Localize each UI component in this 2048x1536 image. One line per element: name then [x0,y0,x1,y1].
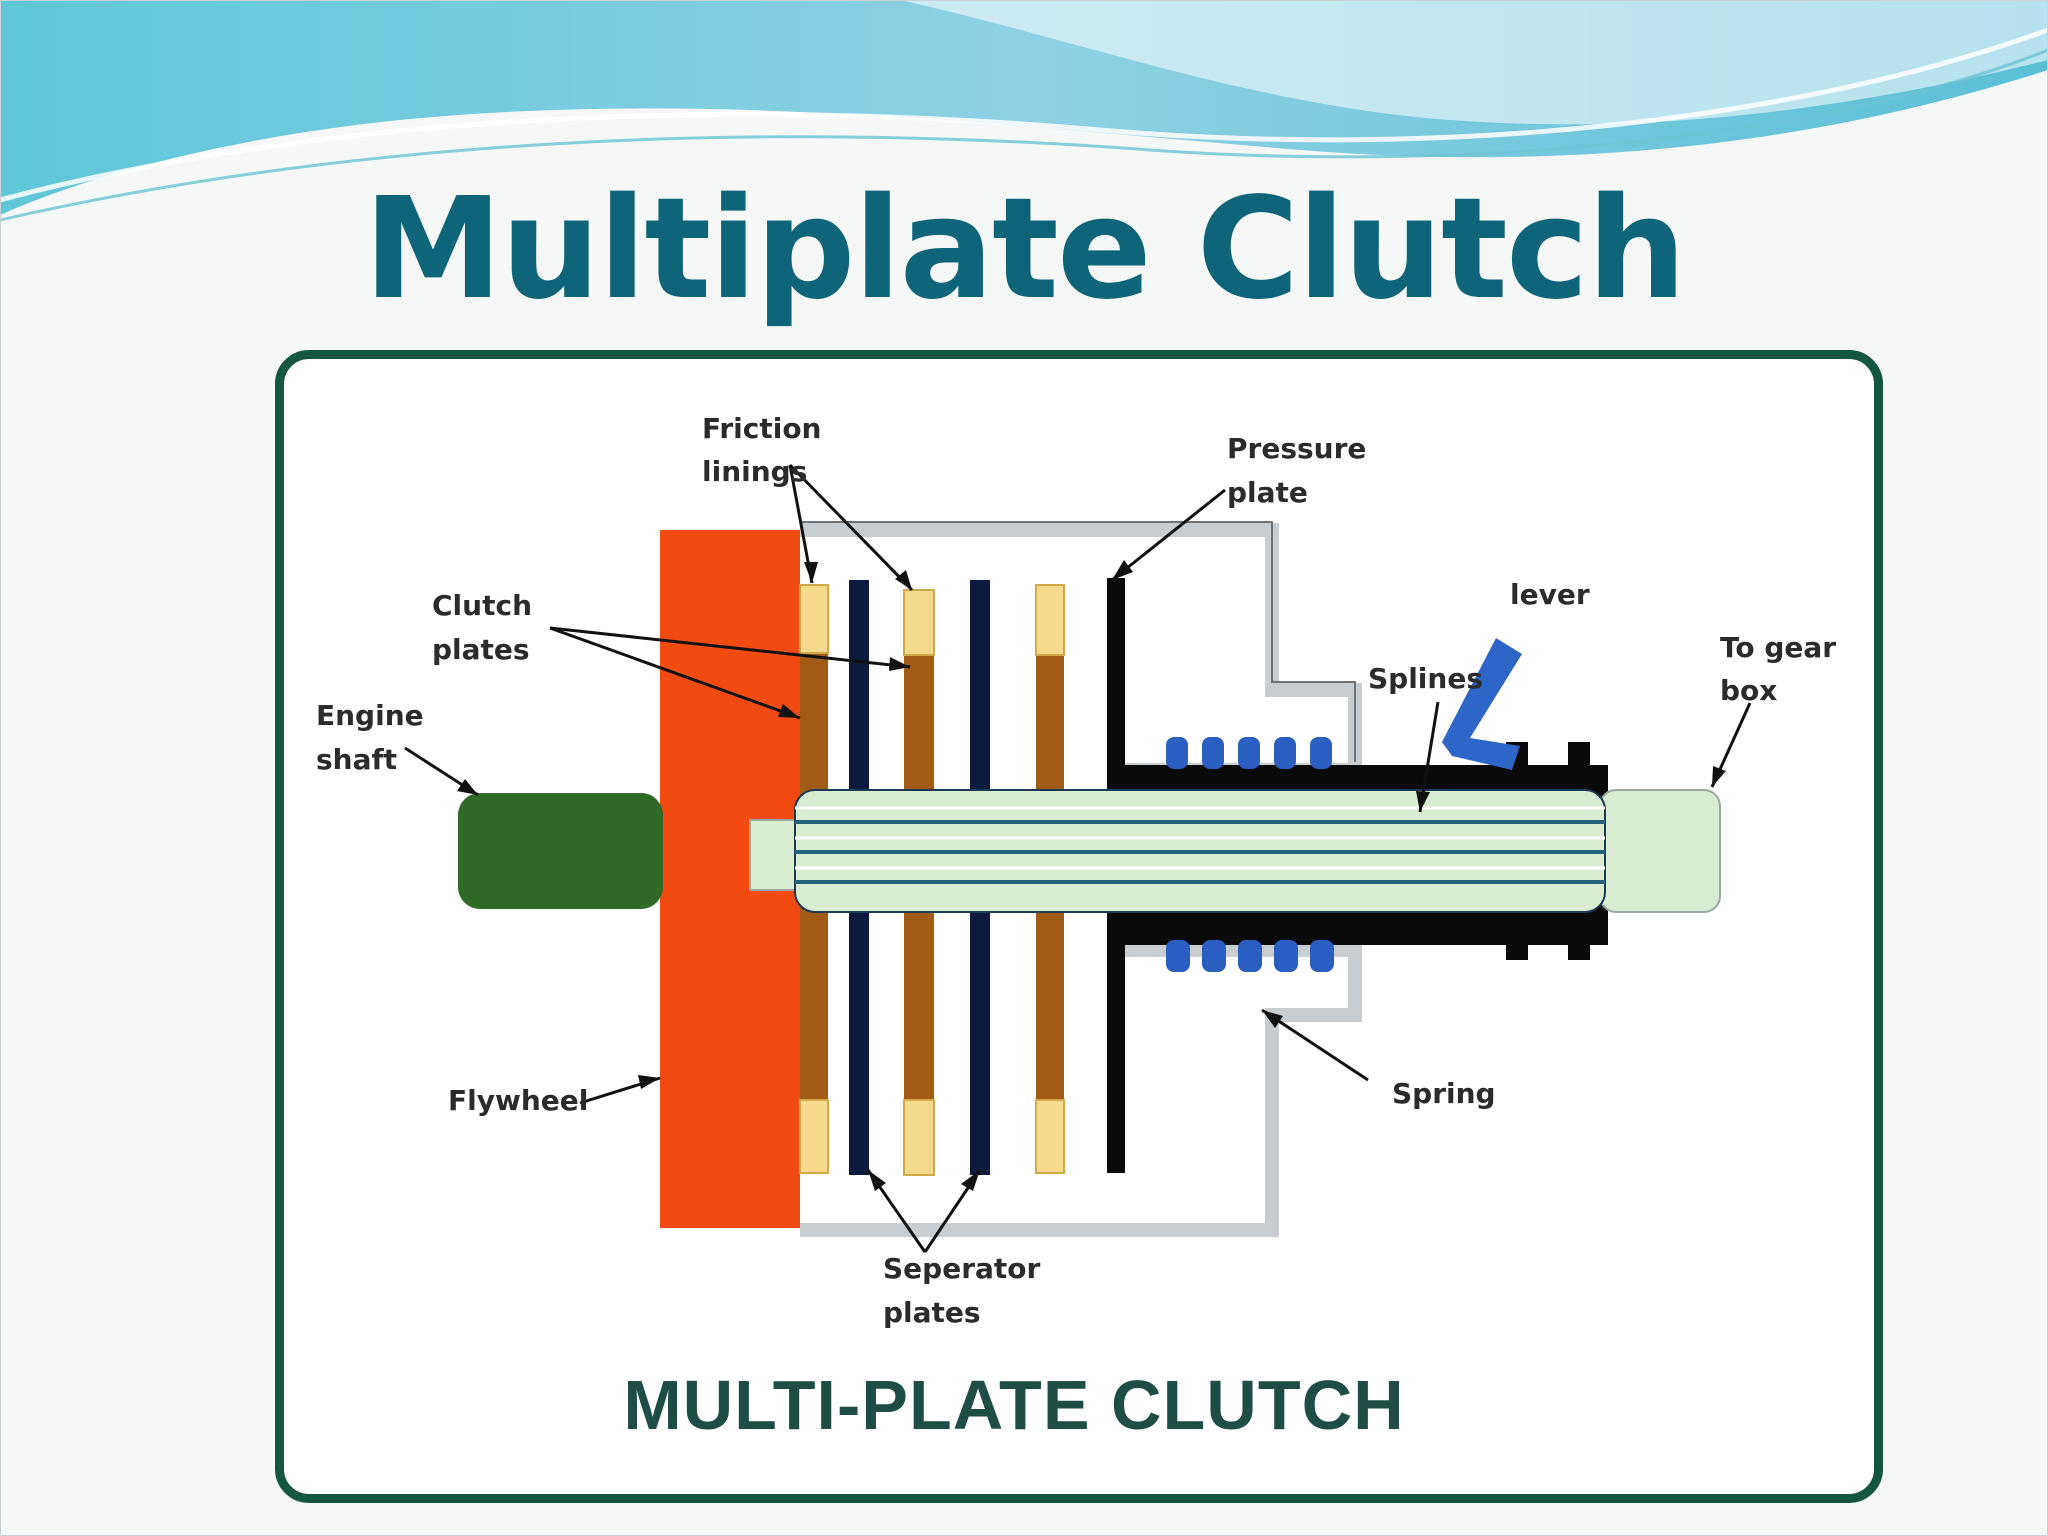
label-spring: Spring [1392,1077,1496,1110]
springs-bottom [1166,940,1334,972]
main-shaft [749,819,801,891]
label-friction-linings-2: linings [702,455,807,488]
header-wave-decoration [0,0,2048,222]
diagram-panel [275,350,1883,1503]
label-pressure-plate-1: Pressure [1227,432,1366,465]
lever [1442,638,1522,770]
diagram-caption: MULTI-PLATE CLUTCH [623,1366,1405,1444]
leader-arrowheads [457,560,1726,1191]
label-splines: Splines [1368,662,1483,695]
label-pressure-plate-2: plate [1227,476,1308,509]
label-seperator-plates-1: Seperator [883,1252,1041,1285]
label-flywheel: Flywheel [448,1084,588,1117]
slide-title: Multiplate Clutch [363,168,1686,331]
label-clutch-plates-2: plates [432,633,530,666]
shaft-splines [795,806,1605,884]
springs-top [1166,737,1332,769]
label-engine-shaft-2: shaft [316,743,397,776]
engine-shaft [458,793,663,909]
output-shaft [1599,789,1721,913]
label-seperator-plates-2: plates [883,1296,981,1329]
label-clutch-plates-1: Clutch [432,589,532,622]
label-to-gear-box-2: box [1720,674,1777,707]
label-engine-shaft-1: Engine [316,699,424,732]
label-friction-linings-1: Friction [702,412,822,445]
label-to-gear-box-1: To gear [1720,631,1836,664]
label-lever: lever [1510,578,1590,611]
